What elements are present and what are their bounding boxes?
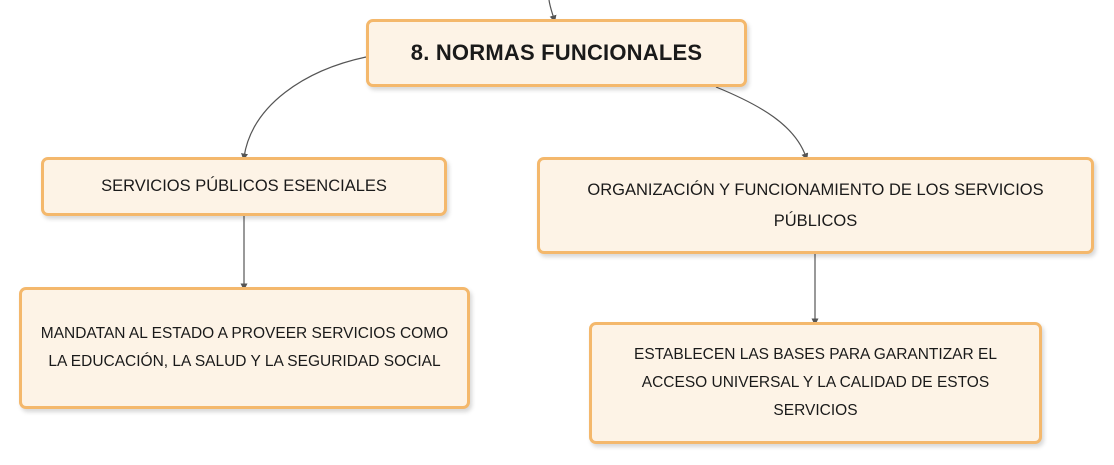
node-label: MANDATAN AL ESTADO A PROVEER SERVICIOS C… <box>40 325 449 370</box>
node-establecen-las-bases[interactable]: ESTABLECEN LAS BASES PARA GARANTIZAR EL … <box>589 322 1042 444</box>
node-mandatan-al-estado[interactable]: MANDATAN AL ESTADO A PROVEER SERVICIOS C… <box>19 287 470 409</box>
node-label: ORGANIZACIÓN Y FUNCIONAMIENTO DE LOS SER… <box>587 180 1044 230</box>
connector-root-to-left <box>241 56 367 161</box>
node-normas-funcionales[interactable]: 8. NORMAS FUNCIONALES <box>366 19 747 87</box>
connector-parent-to-root <box>548 0 557 23</box>
node-label: SERVICIOS PÚBLICOS ESENCIALES <box>101 177 387 195</box>
node-organizacion-funcionamiento[interactable]: ORGANIZACIÓN Y FUNCIONAMIENTO DE LOS SER… <box>537 157 1094 254</box>
node-label: 8. NORMAS FUNCIONALES <box>410 40 703 65</box>
connector-root-to-right <box>715 86 809 161</box>
node-label: ESTABLECEN LAS BASES PARA GARANTIZAR EL … <box>634 346 997 419</box>
node-servicios-publicos-esenciales[interactable]: SERVICIOS PÚBLICOS ESENCIALES <box>41 157 447 216</box>
